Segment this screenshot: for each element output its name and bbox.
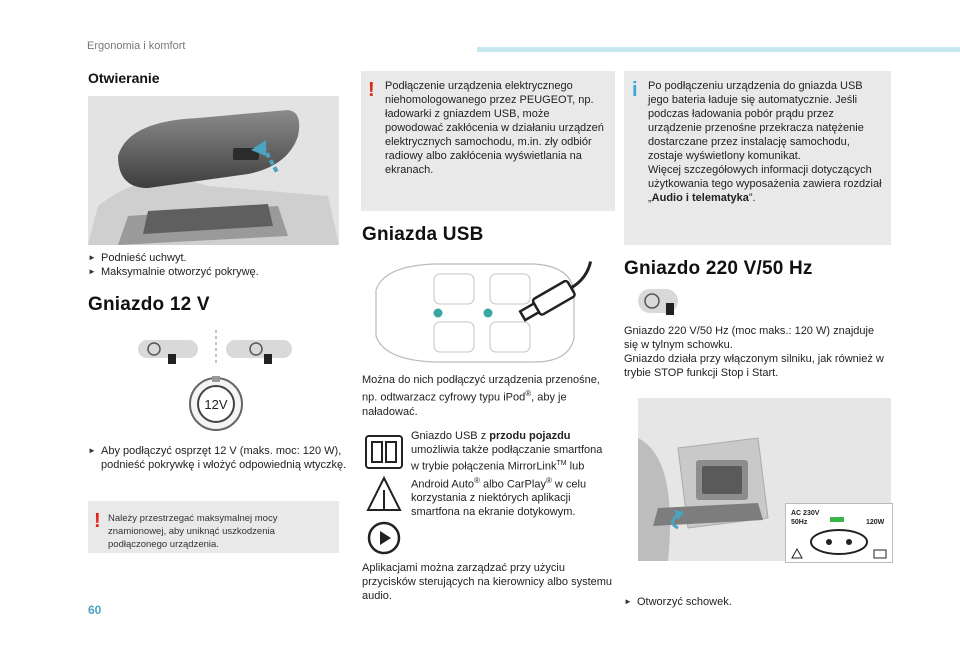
socket-label-hz: 50Hz [791, 519, 808, 526]
info-icon: i [632, 79, 638, 101]
header-bar [477, 47, 960, 52]
usb-front-3: lub Android Auto [411, 460, 585, 491]
info-note-3: ”. [748, 192, 756, 204]
opening-step-2: Maksymalnie otworzyć pokrywę. [88, 265, 339, 279]
info-note-2: Więcej szczegółowych informacji dotycząc… [648, 164, 882, 204]
manual-icon [873, 549, 887, 559]
socket12-note-box: ! Należy przestrzegać maksymalnej mocy z… [88, 501, 339, 553]
socket12-illustration: 12V [136, 330, 296, 432]
usb-front-2: umożliwia także podłączanie smartfona w … [411, 444, 603, 473]
socket-label-ac: AC 230V [791, 510, 820, 517]
usb-text-1: Można do nich podłączyć urządzenia przen… [362, 373, 614, 419]
reg-mark: ® [545, 475, 552, 485]
section-label: Ergonomia i komfort [87, 40, 186, 52]
power-led [830, 517, 844, 522]
opening-step-1: Podnieść uchwyt. [88, 251, 339, 265]
usb-car-illustration [364, 260, 612, 366]
usb-front-1: Gniazdo USB z [411, 430, 490, 442]
usb-reg-mark: ® [525, 389, 532, 398]
socket230-step: Otworzyć schowek. [624, 595, 901, 609]
warning-note-box: ! Podłączenie urządzenia elektrycznego n… [361, 71, 615, 211]
usb-apps-text: Aplikacjami można zarządzać przy użyciu … [362, 562, 613, 602]
tm-mark: TM [556, 460, 567, 467]
mirrorlink-icon [365, 435, 403, 469]
socket12-label: 12V [204, 397, 227, 412]
warning-icon: ! [94, 510, 101, 532]
socket230-title: Gniazdo 220 V/50 Hz [624, 258, 813, 279]
armrest-photo [88, 96, 339, 245]
usb-front-bold: przodu pojazdu [489, 430, 571, 442]
info-note: Po podłączeniu urządzenia do gniazda USB… [648, 79, 884, 205]
steering-wheel-icon [644, 293, 660, 309]
socket230-text-1: Gniazdo 220 V/50 Hz (moc maks.: 120 W) z… [624, 325, 875, 351]
socket230-inset: AC 230V 50Hz 120W [785, 503, 893, 563]
socket230-text: Gniazdo 220 V/50 Hz (moc maks.: 120 W) z… [624, 324, 888, 380]
info-note-box: i Po podłączeniu urządzenia do gniazda U… [624, 71, 891, 245]
warning-note: Podłączenie urządzenia elektrycznego nie… [385, 80, 604, 176]
socket230-location-icon [636, 287, 680, 317]
usb-text-1-main: Można do nich podłączyć urządzenia przen… [362, 374, 600, 404]
carplay-icon [367, 521, 401, 555]
socket12-step: Aby podłączyć osprzęt 12 V (maks. moc: 1… [88, 444, 349, 472]
warning-icon: ! [368, 79, 375, 101]
usb-front-5: w celu korzystania z niektórych aplikacj… [411, 478, 587, 519]
page-number: 60 [88, 603, 102, 617]
usb-title: Gniazda USB [362, 224, 484, 245]
socket12-title: Gniazdo 12 V [88, 294, 210, 315]
socket12-note: Należy przestrzegać maksymalnej mocy zna… [108, 513, 278, 550]
phone-projection-icons [364, 432, 406, 558]
info-note-1: Po podłączeniu urządzenia do gniazda USB… [648, 80, 864, 162]
opening-title: Otwieranie [88, 70, 160, 86]
page-header: Ergonomia i komfort [0, 34, 960, 54]
socket230-text-2: Gniazdo działa przy włączonym silniku, j… [624, 353, 884, 379]
reg-mark: ® [474, 475, 480, 485]
opening-steps: Podnieść uchwyt. Maksymalnie otworzyć po… [88, 251, 339, 279]
usb-front-text: Gniazdo USB z przodu pojazdu umożliwia t… [411, 429, 611, 519]
caution-icon [791, 547, 803, 559]
usb-text-1-end: , aby je naładować. [362, 391, 567, 418]
usb-front-4: albo CarPlay [479, 478, 546, 491]
info-note-bold: Audio i telematyka [651, 192, 749, 204]
socket-label-w: 120W [866, 519, 885, 526]
